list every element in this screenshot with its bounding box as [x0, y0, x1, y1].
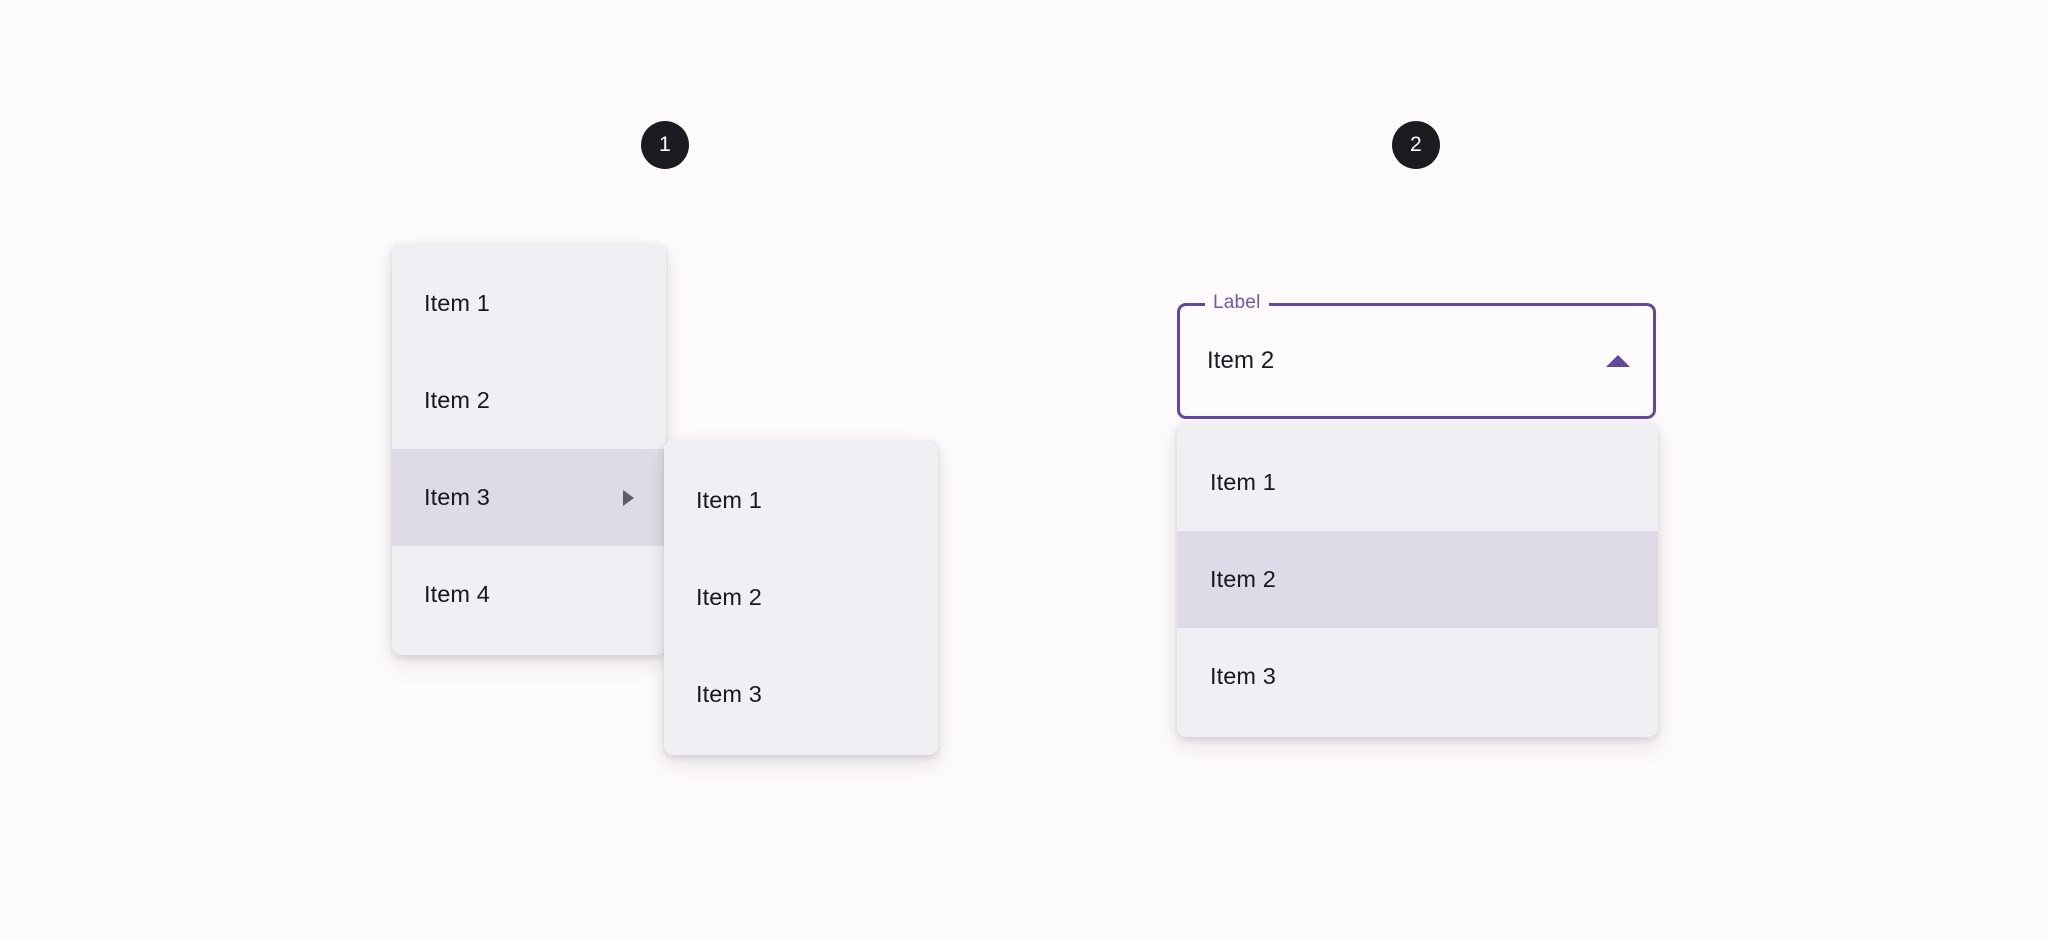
callout-badge-2: 2: [1392, 121, 1440, 169]
menu-item-1[interactable]: Item 1: [392, 255, 666, 352]
submenu-item-label: Item 2: [696, 584, 762, 610]
select-option-2[interactable]: Item 2: [1177, 531, 1658, 628]
menu-item-3[interactable]: Item 3: [392, 449, 666, 546]
submenu-item-3[interactable]: Item 3: [664, 646, 938, 743]
submenu-item-1[interactable]: Item 1: [664, 452, 938, 549]
select-option-label: Item 1: [1210, 469, 1276, 495]
select-floating-label: Label: [1205, 290, 1269, 316]
caret-up-icon[interactable]: [1606, 355, 1630, 367]
submenu-item-2[interactable]: Item 2: [664, 549, 938, 646]
select-options-panel: Item 1 Item 2 Item 3: [1177, 422, 1658, 737]
select-trigger[interactable]: Label Item 2: [1177, 290, 1656, 419]
submenu-item-label: Item 3: [696, 681, 762, 707]
callout-badge-1: 1: [641, 121, 689, 169]
menu-item-label: Item 2: [424, 387, 490, 413]
menu-item-label: Item 1: [424, 290, 490, 316]
menu-item-label: Item 4: [424, 581, 490, 607]
select-option-3[interactable]: Item 3: [1177, 628, 1658, 725]
caret-right-icon: [623, 489, 634, 506]
menu-item-4[interactable]: Item 4: [392, 546, 666, 643]
select-option-label: Item 3: [1210, 663, 1276, 689]
menu-item-label: Item 3: [424, 484, 490, 510]
context-menu-panel: Item 1 Item 2 Item 3 Item 4: [392, 243, 666, 655]
menu-item-2[interactable]: Item 2: [392, 352, 666, 449]
select-value: Item 2: [1207, 347, 1275, 374]
select-option-label: Item 2: [1210, 566, 1276, 592]
select-option-1[interactable]: Item 1: [1177, 434, 1658, 531]
submenu-panel: Item 1 Item 2 Item 3: [664, 440, 938, 755]
submenu-item-label: Item 1: [696, 487, 762, 513]
